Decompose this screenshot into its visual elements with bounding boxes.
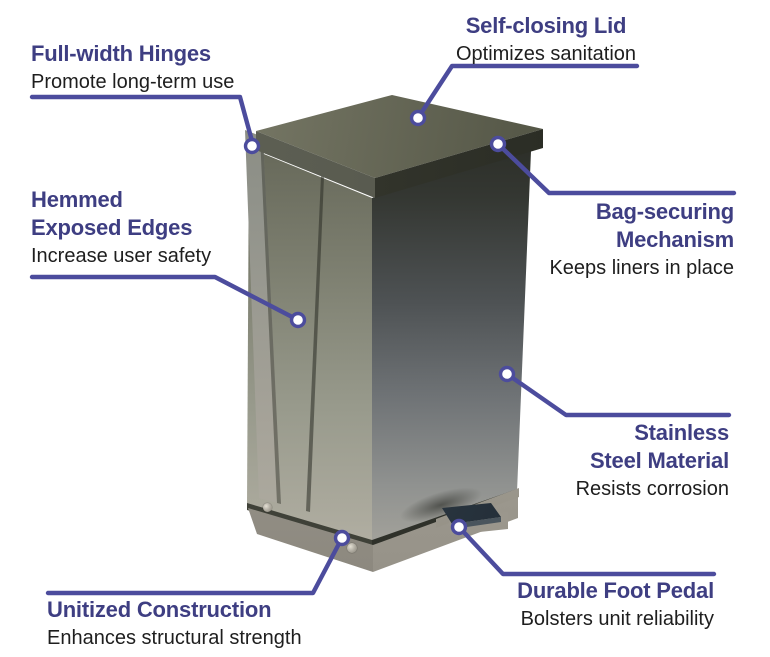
hinge-screw <box>263 503 272 512</box>
callout-durable-foot-pedal: Durable Foot Pedal Bolsters unit reliabi… <box>517 577 714 631</box>
callout-self-closing-lid: Self-closing Lid Optimizes sanitation <box>410 12 682 66</box>
callout-unitized-construction: Unitized Construction Enhances structura… <box>47 596 302 650</box>
callout-subtitle: Increase user safety <box>31 245 212 267</box>
callout-subtitle: Optimizes sanitation <box>455 43 637 65</box>
callout-title-line1: Bag-securing <box>595 199 734 224</box>
callout-title: Self-closing Lid <box>465 13 627 38</box>
callout-subtitle: Keeps liners in place <box>549 257 734 279</box>
callout-subtitle: Promote long-term use <box>31 71 235 93</box>
callout-subtitle: Bolsters unit reliability <box>520 608 714 630</box>
callout-title-line2: Exposed Edges <box>31 215 193 240</box>
callout-title: Unitized Construction <box>47 597 272 622</box>
callout-subtitle: Enhances structural strength <box>47 627 302 649</box>
callout-bag-securing-mechanism: Bag-securing Mechanism Keeps liners in p… <box>549 198 734 280</box>
callout-full-width-hinges: Full-width Hinges Promote long-term use <box>31 40 234 94</box>
callout-subtitle: Resists corrosion <box>575 478 729 500</box>
callout-title-line1: Stainless <box>634 420 729 445</box>
callout-title-line2: Mechanism <box>615 227 734 252</box>
callout-stainless-steel-material: Stainless Steel Material Resists corrosi… <box>575 419 730 501</box>
callout-title-line2: Steel Material <box>589 448 729 473</box>
base-screw <box>347 543 357 553</box>
callout-title: Full-width Hinges <box>31 41 211 66</box>
callout-title-line1: Hemmed <box>31 187 123 212</box>
callout-hemmed-exposed-edges: Hemmed Exposed Edges Increase user safet… <box>31 186 211 268</box>
callout-title: Durable Foot Pedal <box>517 578 714 603</box>
